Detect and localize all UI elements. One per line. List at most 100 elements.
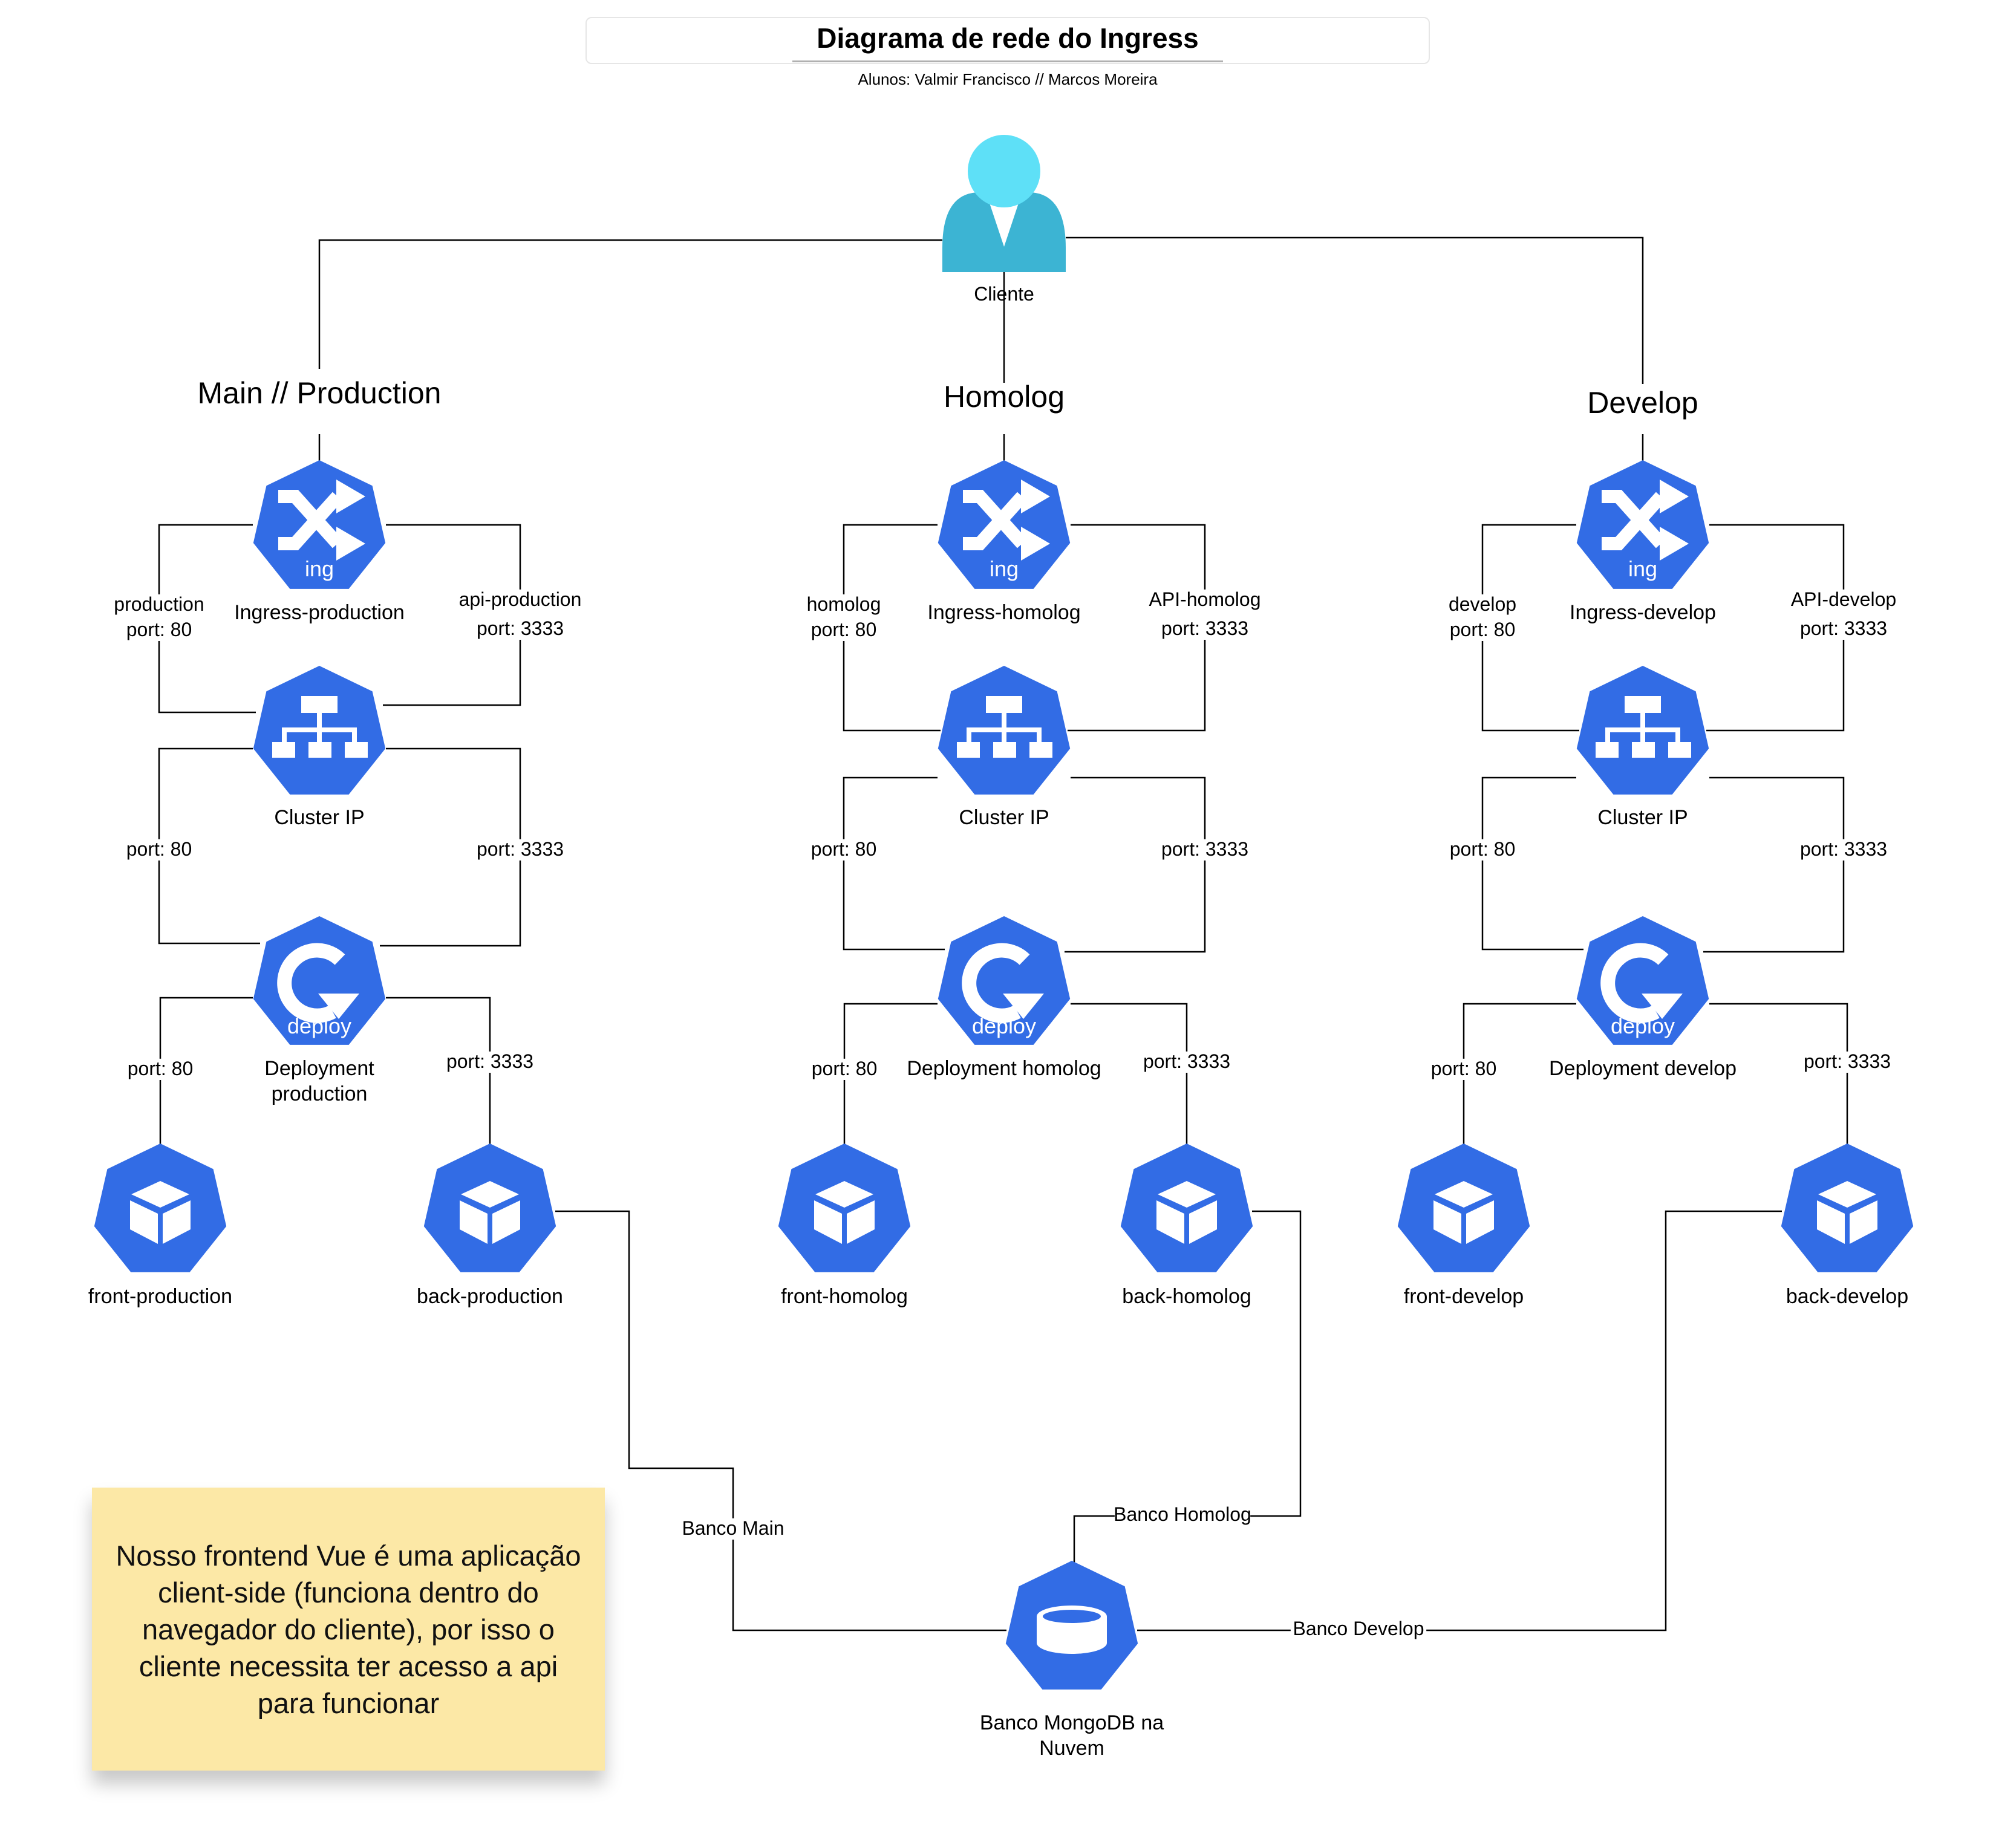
production-ingress-label: Ingress-production xyxy=(234,601,405,624)
develop-deploy-back-line xyxy=(1709,1003,1848,1145)
ingress-badge: ing xyxy=(1628,556,1657,581)
production-ingress-icon: ing xyxy=(253,460,386,589)
network-hierarchy-icon xyxy=(1596,696,1691,758)
ingress-badge: ing xyxy=(305,556,334,581)
homolog-db-link-bg xyxy=(1114,1504,1251,1526)
production-environment-title-text: Main // Production xyxy=(198,376,442,410)
production-deploy-front-port-bg xyxy=(117,1058,203,1080)
network-hierarchy-icon xyxy=(272,696,368,758)
network-hierarchy-icon xyxy=(957,696,1052,758)
production-deploy-front-port-text: port: 80 xyxy=(128,1058,194,1079)
homolog-cluster-front-port-text: port: 80 xyxy=(811,838,877,860)
client-label: Cliente xyxy=(974,283,1034,305)
homolog-front-pod-icon xyxy=(778,1144,911,1272)
homolog-deploy-front-port-text: port: 80 xyxy=(812,1058,878,1079)
homolog-deploy-back-port: port: 3333 xyxy=(1133,1050,1240,1073)
title-box xyxy=(585,17,1430,64)
title-underline xyxy=(792,60,1223,62)
production-back-pod-icon-hept xyxy=(423,1144,556,1272)
homolog-front-pod-label: front-homolog xyxy=(781,1285,908,1308)
develop-ingress-label: Ingress-develop xyxy=(1570,601,1716,624)
homolog-ingress-label-text: Ingress-homolog xyxy=(927,601,1080,624)
production-ingress-label-text: Ingress-production xyxy=(234,601,405,624)
homolog-cluster-front-port: port: 80 xyxy=(801,838,887,861)
develop-back-pod-icon-hept xyxy=(1781,1144,1914,1272)
frontend-note: Nosso frontend Vue é uma aplicação clien… xyxy=(92,1488,605,1771)
production-ingress-front-link-bg xyxy=(106,594,212,641)
develop-deployment-icon: deploy xyxy=(1576,916,1709,1045)
production-deploy-front-line xyxy=(159,997,253,1145)
homolog-deploy-front-port: port: 80 xyxy=(801,1058,887,1080)
develop-cluster-back-line xyxy=(1703,776,1845,953)
homolog-cluster-back-port: port: 3333 xyxy=(1152,838,1258,861)
cube-icon xyxy=(460,1181,520,1244)
develop-environment-title-text: Develop xyxy=(1587,386,1698,420)
database-icon xyxy=(1037,1606,1107,1654)
refresh-icon xyxy=(962,943,1044,1023)
develop-cluster-ip-label: Cluster IP xyxy=(1597,806,1688,829)
develop-front-pod-label: front-develop xyxy=(1404,1285,1524,1308)
develop-deploy-front-line xyxy=(1463,1003,1576,1145)
develop-back-pod-label-text: back-develop xyxy=(1786,1285,1908,1308)
production-cluster-front-port: port: 80 xyxy=(116,838,202,861)
develop-deploy-front-port-bg xyxy=(1421,1058,1507,1080)
shuffle-icon xyxy=(963,480,1050,561)
deploy-badge: deploy xyxy=(1611,1013,1675,1038)
homolog-cluster-ip-label: Cluster IP xyxy=(959,806,1049,829)
homolog-front-pod-icon-hept xyxy=(778,1144,911,1272)
homolog-cluster-back-line xyxy=(1065,776,1206,953)
homolog-db-link-text: Banco Homolog xyxy=(1114,1503,1251,1525)
cube-icon xyxy=(130,1181,191,1244)
develop-cluster-front-port: port: 80 xyxy=(1440,838,1525,861)
homolog-back-pod-label-text: back-homolog xyxy=(1122,1285,1251,1308)
production-front-pod-icon-hept xyxy=(94,1144,227,1272)
develop-deployment-label: Deployment develop xyxy=(1549,1057,1737,1080)
develop-ingress-label-text: Ingress-develop xyxy=(1570,601,1716,624)
homolog-ingress-label: Ingress-homolog xyxy=(927,601,1080,624)
production-back-pod-label-text: back-production xyxy=(417,1285,563,1308)
client-label-text: Cliente xyxy=(974,283,1034,305)
production-cluster-ip-label-text: Cluster IP xyxy=(274,806,364,829)
production-deploy-back-port-bg xyxy=(437,1051,543,1073)
develop-deploy-back-port: port: 3333 xyxy=(1794,1050,1900,1073)
homolog-back-pod-label: back-homolog xyxy=(1122,1285,1251,1308)
production-db-link-bg xyxy=(680,1518,786,1540)
production-cluster-back-port-bg xyxy=(467,839,573,861)
develop-deployment-icon-hept xyxy=(1576,916,1709,1045)
deploy-badge: deploy xyxy=(287,1013,351,1038)
homolog-deployment-label-text: Deployment homolog xyxy=(907,1057,1101,1080)
production-cluster-ip-label: Cluster IP xyxy=(274,806,364,829)
production-front-pod-label: front-production xyxy=(88,1285,232,1308)
refresh-icon xyxy=(277,943,359,1023)
develop-environment-title: Develop xyxy=(1587,386,1698,420)
homolog-deploy-back-port-text: port: 3333 xyxy=(1143,1050,1230,1072)
cube-icon xyxy=(1156,1181,1217,1244)
homolog-ingress-back-link-bg xyxy=(1147,589,1263,640)
homolog-deployment-icon-hept xyxy=(938,916,1071,1045)
develop-cluster-back-port: port: 3333 xyxy=(1790,838,1897,861)
develop-db-line xyxy=(1137,1210,1782,1632)
ingress-badge: ing xyxy=(990,556,1019,581)
develop-deploy-front-port-text: port: 80 xyxy=(1431,1058,1497,1079)
homolog-deploy-back-port-bg xyxy=(1133,1051,1240,1073)
homolog-back-pod-icon-hept xyxy=(1120,1144,1253,1272)
homolog-back-pod-icon xyxy=(1120,1144,1253,1272)
develop-cluster-back-port-text: port: 3333 xyxy=(1800,838,1887,860)
develop-deploy-front-port: port: 80 xyxy=(1421,1058,1507,1080)
production-cluster-back-port-text: port: 3333 xyxy=(477,838,564,860)
develop-back-pod-icon xyxy=(1781,1144,1914,1272)
diagram-subtitle: Alunos: Valmir Francisco // Marcos Morei… xyxy=(858,70,1158,88)
homolog-cluster-ip-icon xyxy=(938,666,1071,795)
develop-cluster-front-port-text: port: 80 xyxy=(1450,838,1516,860)
production-front-pod-label-text: front-production xyxy=(88,1285,232,1308)
develop-front-pod-icon xyxy=(1397,1144,1530,1272)
